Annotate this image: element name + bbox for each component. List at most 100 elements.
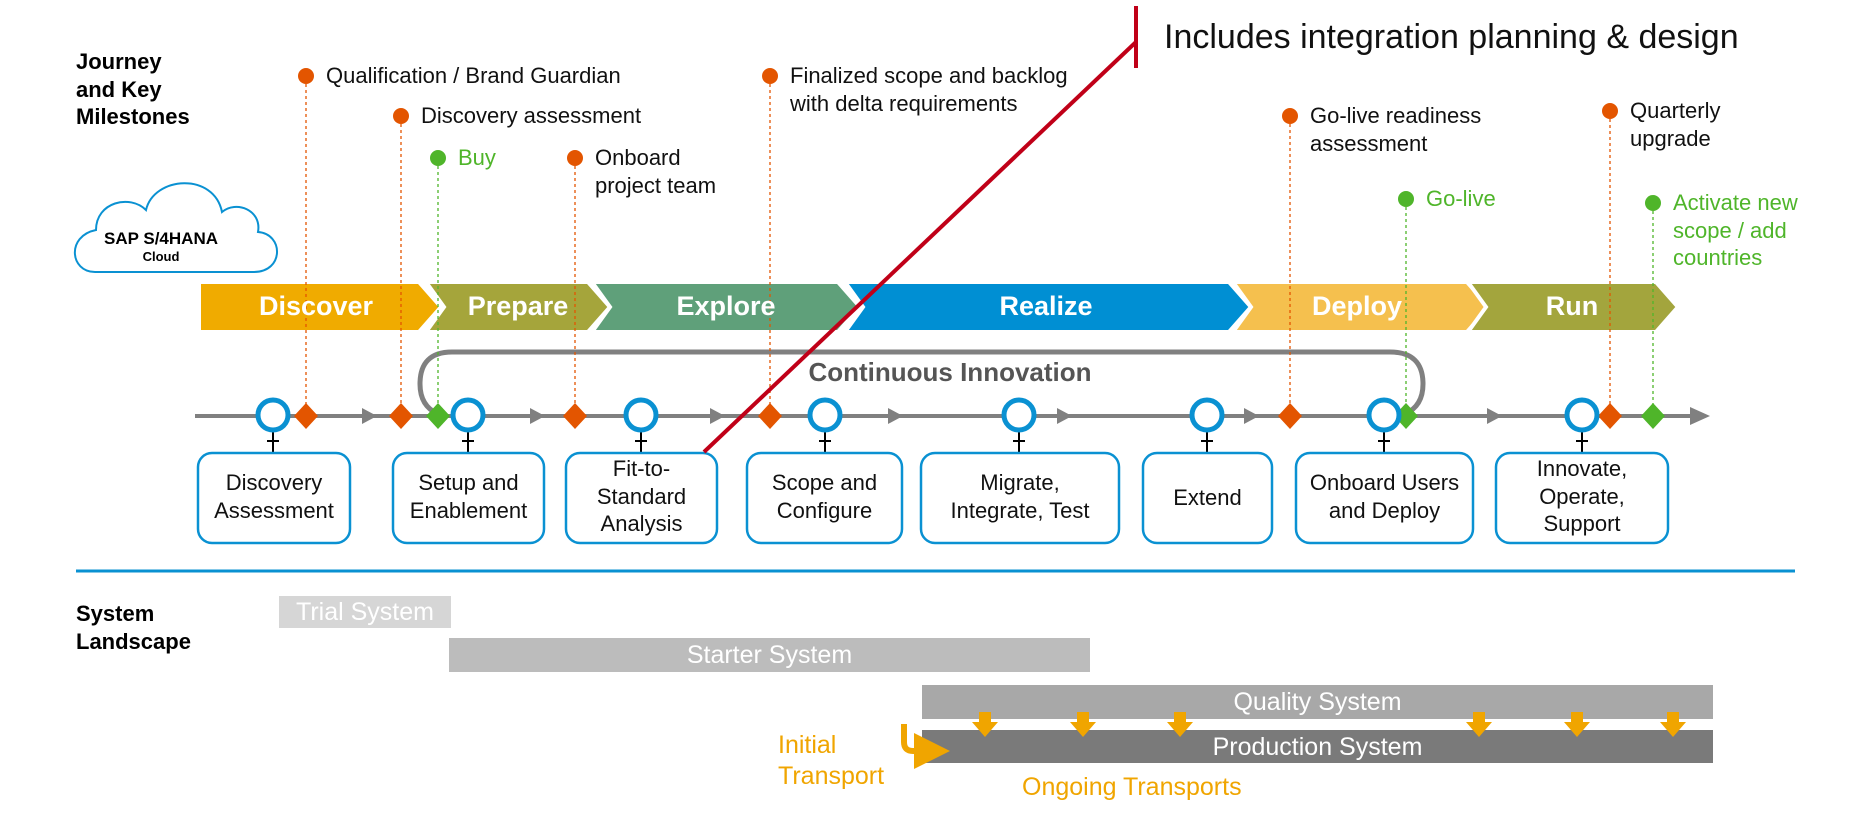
activity-box-6 [1141,451,1274,545]
activity-label-8: Innovate,Operate,Support [1496,455,1668,538]
milestone-label-8-line-1: Quarterly [1630,98,1721,123]
ongoing-transport-arrow-3 [1167,712,1193,737]
banner-pointer-line [702,40,1138,454]
cloud-icon [73,182,278,273]
ongoing-transports-label: Ongoing Transports [1022,773,1242,801]
landscape-title: System Landscape [76,600,191,655]
system-bar-4 [922,730,1713,763]
timeline-arrow-6 [1244,408,1259,424]
milestone-label-1: Qualification / Brand Guardian [326,62,621,90]
milestone-diamond-6 [1278,403,1302,429]
timeline-arrow-7 [1487,408,1502,424]
activity-node-8 [1564,397,1600,433]
system-label-1: Trial System [296,598,434,626]
phase-chevron-discover [197,280,444,334]
milestone-dot-1 [298,68,314,84]
ongoing-transport-arrow-5 [1564,712,1590,737]
activity-label-5-line-2: Integrate, Test [950,497,1090,523]
system-bar-2 [449,638,1090,672]
milestone-label-9-line-3: countries [1673,245,1763,270]
timeline-arrow-1 [362,408,377,424]
milestone-dot-7 [1398,191,1414,207]
system-label-4: Production System [1212,732,1423,761]
cloud-logo-line-2: Cloud [142,249,180,265]
milestone-diamond-4 [563,403,587,429]
milestone-label-2: Discovery assessment [421,102,641,130]
activity-node-6 [1189,397,1225,433]
continuous-innovation-loop-left [417,349,453,417]
milestone-label-7-line-1: Go-live [1426,186,1496,211]
milestone-diamond-1 [294,403,318,429]
activity-label-6: Extend [1143,484,1272,512]
journey-title: Journey and Key Milestones [76,48,190,131]
ongoing-transport-arrow-6 [1660,712,1686,737]
activity-label-7-line-1: Onboard Users [1309,470,1460,496]
timeline-arrow-4 [888,408,903,424]
milestone-diamond-3 [426,403,450,429]
phase-chevron-realize [841,280,1254,334]
timeline-arrow-2 [530,408,545,424]
activity-label-6-line-1: Extend [1173,484,1242,510]
activity-box-2 [391,451,546,545]
phase-label-deploy: Deploy [1311,291,1403,321]
phase-chevron-run [1464,280,1681,334]
milestone-label-5-line-1: Finalized scope and backlog [790,63,1068,88]
phase-label-prepare: Prepare [467,291,569,321]
milestone-label-8-line-2: upgrade [1630,125,1711,151]
initial-transport-line-2: Transport [778,762,885,791]
phase-label-explore: Explore [676,291,776,321]
continuous-innovation-loop [452,349,1426,417]
milestone-diamond-8 [1598,403,1622,429]
timeline-arrow-3 [710,408,725,424]
activity-label-3-line-2: Standard [596,483,687,509]
activity-box-1 [196,451,352,545]
activity-box-5 [919,451,1121,545]
activity-node-5 [1001,397,1037,433]
phase-label-run: Run [1545,291,1599,321]
activity-label-2-line-1: Setup and [418,470,519,496]
milestone-label-9-line-2: scope / add [1673,217,1787,243]
activity-label-1-line-1: Discovery [225,470,323,496]
milestone-label-6-line-1: Go-live readiness [1310,103,1482,128]
milestone-label-5-line-2: with delta requirements [790,90,1018,116]
continuous-innovation-label: Continuous Innovation [808,357,1092,387]
timeline-arrow-5 [1057,408,1072,424]
activity-box-4 [745,451,904,545]
milestone-dot-4 [567,150,583,166]
initial-transport-line-1: Initial [778,731,837,759]
ongoing-transport-arrow-2 [1070,712,1096,737]
milestone-label-7: Go-live [1426,185,1496,213]
activity-box-8 [1494,451,1670,545]
activity-label-4-line-2: Configure [776,497,873,523]
phase-chevron-prepare [422,280,613,334]
activity-node-4 [807,397,843,433]
initial-transport-label: Initial Transport [778,730,884,793]
milestone-diamond-2 [389,403,413,429]
milestone-label-3-line-1: Buy [458,145,496,170]
activity-node-3 [623,397,659,433]
cloud-logo-text: SAP S/4HANA Cloud [70,228,252,266]
phase-chevron-explore [588,280,863,334]
activity-label-3-line-1: Fit-to- [612,456,671,482]
milestone-label-6-line-2: assessment [1310,130,1428,156]
milestone-dot-2 [393,108,409,124]
activity-label-1-line-2: Assessment [214,497,334,523]
milestone-diamond-5 [758,403,782,429]
journey-title-line-3: Milestones [76,104,190,129]
activity-node-2 [450,397,486,433]
milestone-label-9-line-1: Activate new [1673,190,1798,215]
system-label-3: Quality System [1233,688,1402,716]
system-bar-1 [279,596,451,628]
banner-text: Includes integration planning & design [1164,18,1739,56]
activity-node-7 [1366,397,1402,433]
journey-title-line-1: Journey [76,49,162,74]
activity-label-4-line-1: Scope and [771,470,878,496]
